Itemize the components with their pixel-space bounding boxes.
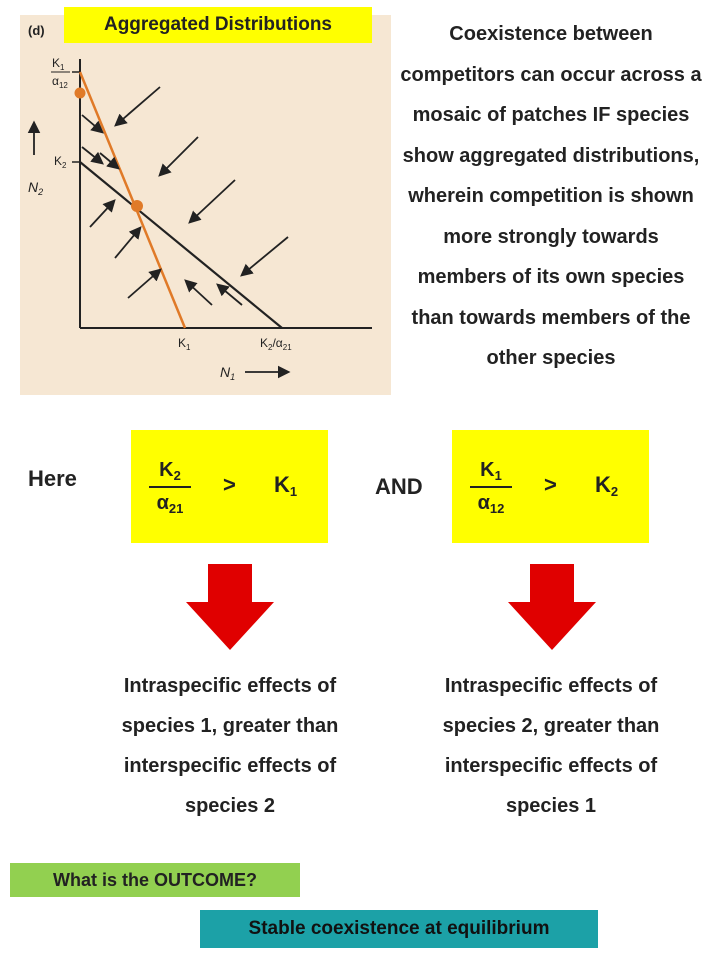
- fraction-denominator: α12: [477, 492, 505, 516]
- effect-species1: Intraspecific effects of species 1, grea…: [121, 675, 339, 817]
- species2-isocline: [79, 161, 283, 329]
- greater-than-sign: >: [223, 472, 236, 497]
- fraction-bar: [470, 486, 512, 488]
- species1-isocline: [78, 71, 187, 329]
- fraction-numerator: K2: [159, 459, 181, 483]
- rhs-k2: K2: [595, 472, 619, 499]
- effect-species2: Intraspecific effects of species 2, grea…: [442, 675, 660, 817]
- here-label: Here: [28, 466, 77, 491]
- graph-title-badge: Aggregated Distributions: [64, 7, 372, 43]
- tick-label-k1-over-a12-den: α12: [52, 74, 68, 90]
- fraction-denominator: α21: [156, 492, 184, 516]
- trajectory-arrow: [81, 114, 104, 134]
- x-axis-label: N1: [220, 364, 235, 382]
- trajectory-arrow: [81, 146, 104, 165]
- trajectory-arrow: [158, 136, 199, 177]
- trajectory-arrow: [99, 152, 120, 170]
- intercept-dot: [74, 87, 86, 99]
- isocline-graph: (d): [27, 23, 372, 382]
- down-arrow-icon: [186, 564, 274, 650]
- trajectory-arrow: [89, 199, 116, 228]
- outcome-answer: Stable coexistence at equilibrium: [200, 910, 598, 948]
- tick-label-k1: K1: [178, 336, 191, 352]
- equilibrium-point: [131, 200, 143, 212]
- fraction-bar: [149, 486, 191, 488]
- trajectory-arrow: [216, 283, 243, 306]
- tick-label-k2-over-a21: K2/α21: [260, 336, 292, 352]
- trajectory-arrow: [240, 236, 289, 277]
- isocline-graph-panel: (d): [20, 15, 391, 395]
- trajectory-arrow: [114, 226, 142, 259]
- trajectory-arrows: [27, 86, 291, 379]
- rhs-k1: K1: [274, 472, 298, 499]
- condition-box-right: K1 α12 > K2: [452, 430, 649, 543]
- panel-letter: (d): [28, 23, 45, 38]
- and-label: AND: [375, 474, 423, 499]
- greater-than-sign: >: [544, 472, 557, 497]
- down-arrow-icon: [508, 564, 596, 650]
- tick-label-k1-over-a12-num: K1: [52, 56, 65, 72]
- condition-box-left: K2 α21 > K1: [131, 430, 328, 543]
- trajectory-arrow: [184, 279, 213, 306]
- trajectory-arrow: [188, 179, 236, 224]
- fraction-k2-over-a21: K2 α21: [149, 457, 191, 516]
- fraction-k1-over-a12: K1 α12: [470, 457, 512, 516]
- fraction-numerator: K1: [480, 459, 502, 483]
- coexistence-description: Coexistence between competitors can occu…: [400, 23, 702, 369]
- tick-label-k2: K2: [54, 154, 67, 170]
- y-axis-label: N2: [28, 179, 43, 197]
- trajectory-arrow: [114, 86, 161, 127]
- trajectory-arrow: [127, 268, 162, 299]
- outcome-question: What is the OUTCOME?: [10, 863, 300, 897]
